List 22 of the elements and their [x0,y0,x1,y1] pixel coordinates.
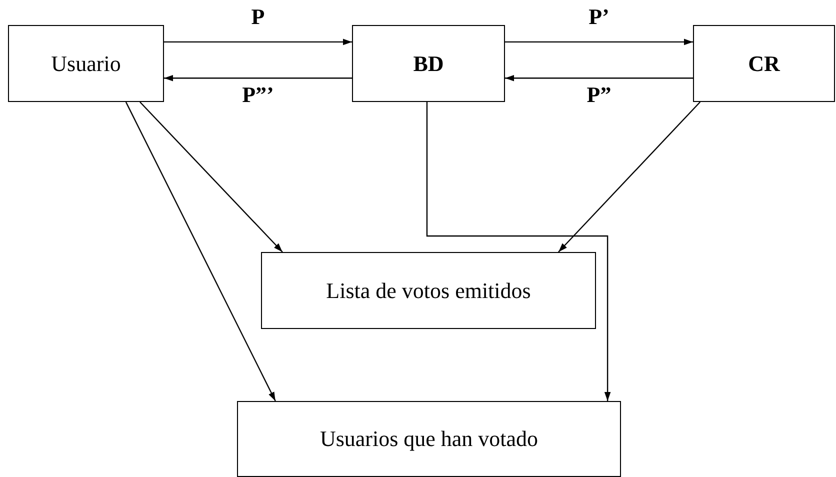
process-box [352,25,505,102]
arrow [125,102,276,402]
edge-label: P [251,6,265,28]
process-box [237,401,621,477]
edge-label: P”’ [242,84,274,106]
node-label: Usuarios que han votado [320,426,538,452]
node-label: Usuario [51,50,121,76]
arrow [505,38,693,46]
node-label: Lista de votos emitidos [326,278,531,304]
edge-label: P’ [588,6,610,28]
process-box [261,252,596,329]
arrow [505,74,693,82]
process-box [8,25,164,102]
arrow [164,38,352,46]
edge-label: P” [586,84,612,106]
node-label: BD [413,50,444,76]
arrow [140,102,283,252]
process-box [693,25,835,102]
node-label: CR [748,50,780,76]
arrow [164,74,352,82]
arrow [426,102,611,401]
arrow [558,102,701,252]
